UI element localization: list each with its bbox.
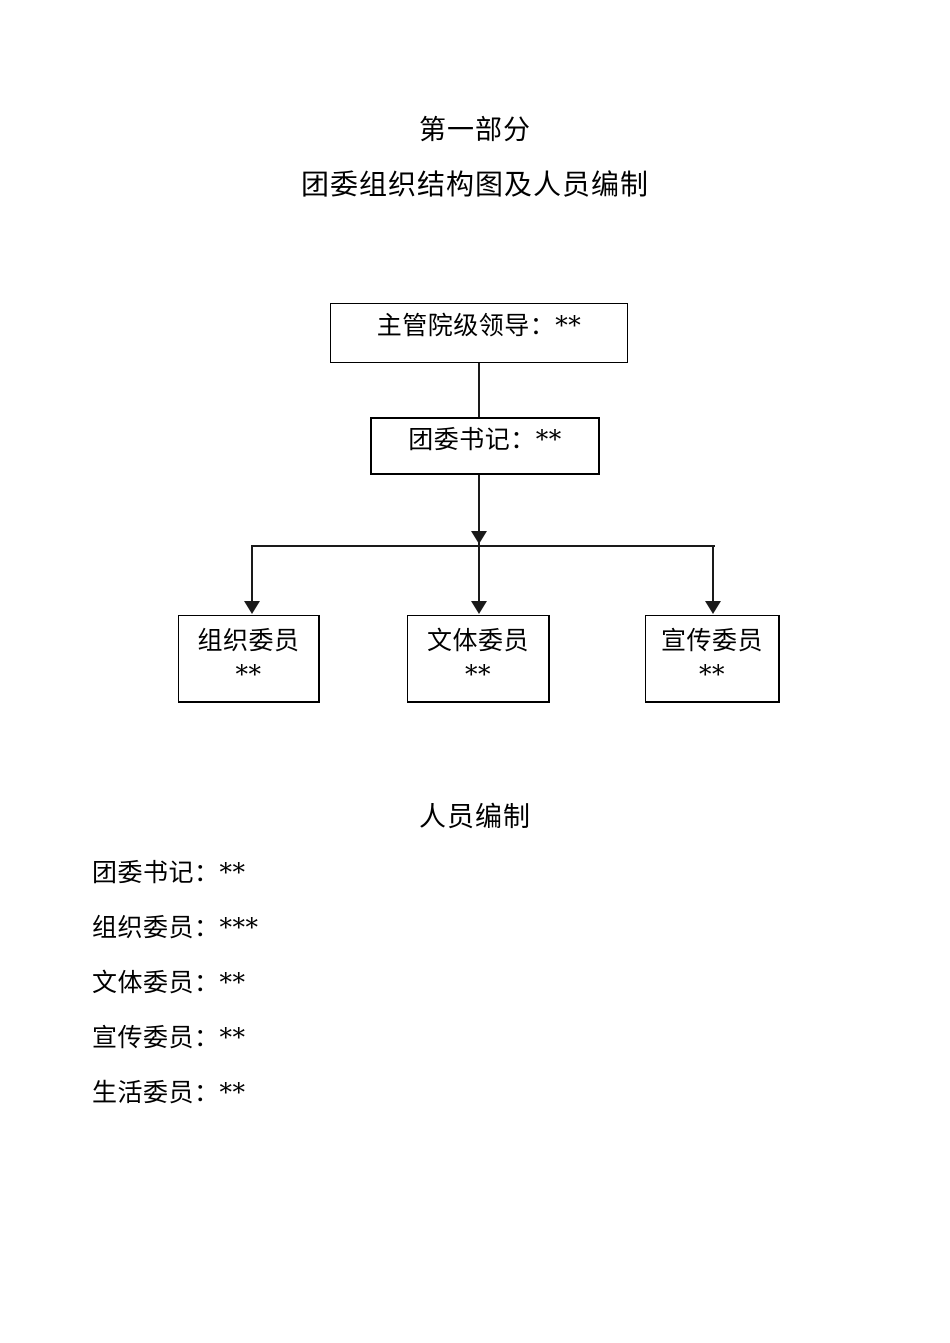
connector-leader-to-secretary [478,363,480,417]
list-item: 宣传委员：** [92,1023,246,1052]
arrowhead-secretary-to-bus [471,531,487,544]
org-chart: 主管院级领导：** 团委书记：** 组织委员 ** 文体委员 ** 宣传委员 *… [178,303,780,703]
arrowhead-publicity [705,601,721,614]
list-item: 组织委员：*** [92,913,259,942]
org-node-label: 团委书记：** [408,425,562,454]
org-node-count: ** [699,660,725,689]
arrowhead-culture-sports [471,601,487,614]
org-node-count: ** [235,660,262,689]
org-node-label: 宣传委员 [660,626,763,655]
list-item: 生活委员：** [92,1078,246,1107]
page-title: 团委组织结构图及人员编制 [300,168,649,201]
arrowhead-organization [244,601,260,614]
org-node-organization-member: 组织委员 ** [178,615,320,703]
org-node-count: ** [465,660,491,689]
staffing-list: 团委书记：** 组织委员：*** 文体委员：** 宣传委员：** 生活委员：** [92,858,592,1133]
org-node-label: 组织委员 [197,626,300,655]
org-node-culture-sports-member: 文体委员 ** [407,615,550,703]
org-node-supervising-leader: 主管院级领导：** [330,303,628,363]
connector-drop-organization [251,545,253,603]
org-node-label: 主管院级领导：** [376,311,582,340]
part-label: 第一部分 [419,115,531,146]
org-node-publicity-member: 宣传委员 ** [645,615,780,703]
connector-secretary-to-bus [478,475,480,546]
section-heading-staffing: 人员编制 [419,802,531,833]
org-node-label: 文体委员 [426,626,529,655]
org-node-league-secretary: 团委书记：** [370,417,600,475]
connector-drop-publicity [712,545,714,603]
list-item: 文体委员：** [92,968,246,997]
connector-drop-culture-sports [478,545,480,603]
list-item: 团委书记：** [92,858,246,887]
connector-horizontal-bus [252,545,715,547]
